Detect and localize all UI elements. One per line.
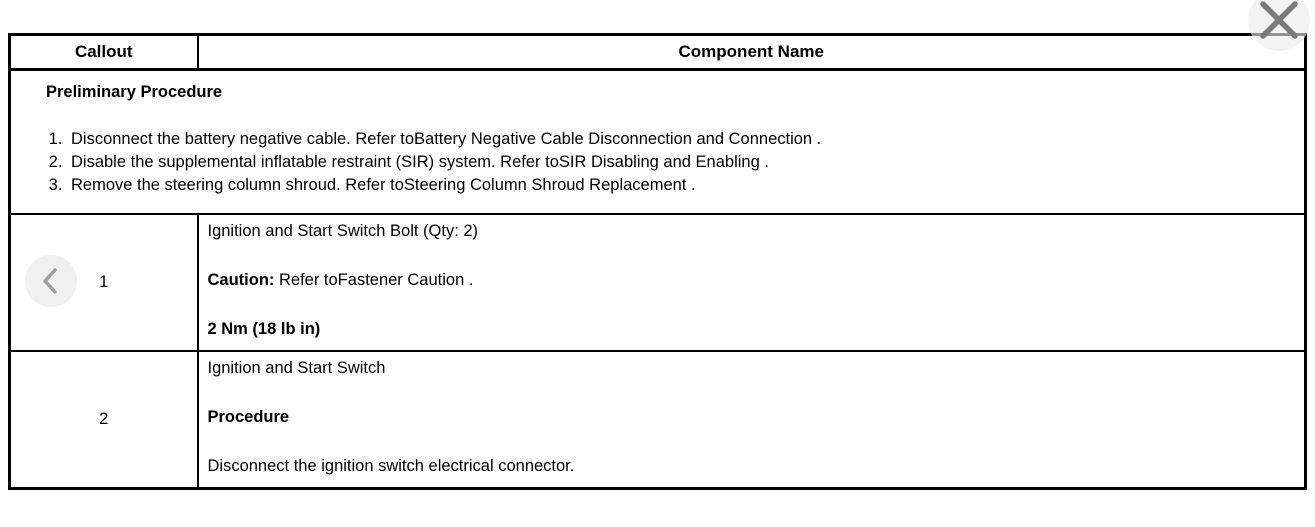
procedure-label: Procedure bbox=[207, 408, 290, 426]
preliminary-step: Disconnect the battery negative cable. R… bbox=[67, 128, 1292, 151]
torque-spec: 2 Nm (18 lb in) bbox=[207, 320, 321, 338]
table-row: 2 Ignition and Start Switch Procedure Di… bbox=[9, 351, 1306, 490]
previous-button[interactable] bbox=[25, 255, 77, 307]
close-button[interactable] bbox=[1248, 0, 1310, 51]
preliminary-procedure-row: Preliminary Procedure Disconnect the bat… bbox=[9, 69, 1306, 215]
caution-text: Refer toFastener Caution . bbox=[274, 271, 474, 289]
callout-number: 1 bbox=[99, 273, 109, 291]
preliminary-steps-list: Disconnect the battery negative cable. R… bbox=[23, 128, 1292, 197]
chevron-left-icon bbox=[25, 255, 77, 307]
procedure-step: Disconnect the ignition switch electrica… bbox=[207, 457, 575, 475]
parts-table: Callout Component Name Preliminary Proce… bbox=[8, 33, 1307, 490]
callout-cell: 2 bbox=[9, 351, 199, 490]
preliminary-step: Remove the steering column shroud. Refer… bbox=[67, 174, 1292, 197]
table-header-callout: Callout bbox=[9, 34, 199, 71]
table-header-component-name: Component Name bbox=[197, 34, 1306, 71]
preliminary-step: Disable the supplemental inflatable rest… bbox=[67, 151, 1292, 174]
preliminary-title: Preliminary Procedure bbox=[46, 83, 223, 101]
preliminary-procedure-cell: Preliminary Procedure Disconnect the bat… bbox=[9, 69, 1306, 215]
caution-note: Caution: Refer toFastener Caution . bbox=[208, 270, 1296, 291]
table-row: 1 Ignition and Start Switch Bolt (Qty: 2… bbox=[9, 214, 1306, 352]
component-name-text: Ignition and Start Switch Bolt (Qty: 2) bbox=[207, 222, 479, 240]
table-header-row: Callout Component Name bbox=[9, 34, 1306, 71]
close-icon bbox=[1248, 0, 1310, 51]
component-cell: Ignition and Start Switch Procedure Disc… bbox=[197, 351, 1306, 490]
caution-label: Caution: bbox=[207, 271, 275, 289]
callout-number: 2 bbox=[99, 410, 109, 428]
component-name-text: Ignition and Start Switch bbox=[207, 359, 386, 377]
component-cell: Ignition and Start Switch Bolt (Qty: 2) … bbox=[197, 214, 1306, 352]
